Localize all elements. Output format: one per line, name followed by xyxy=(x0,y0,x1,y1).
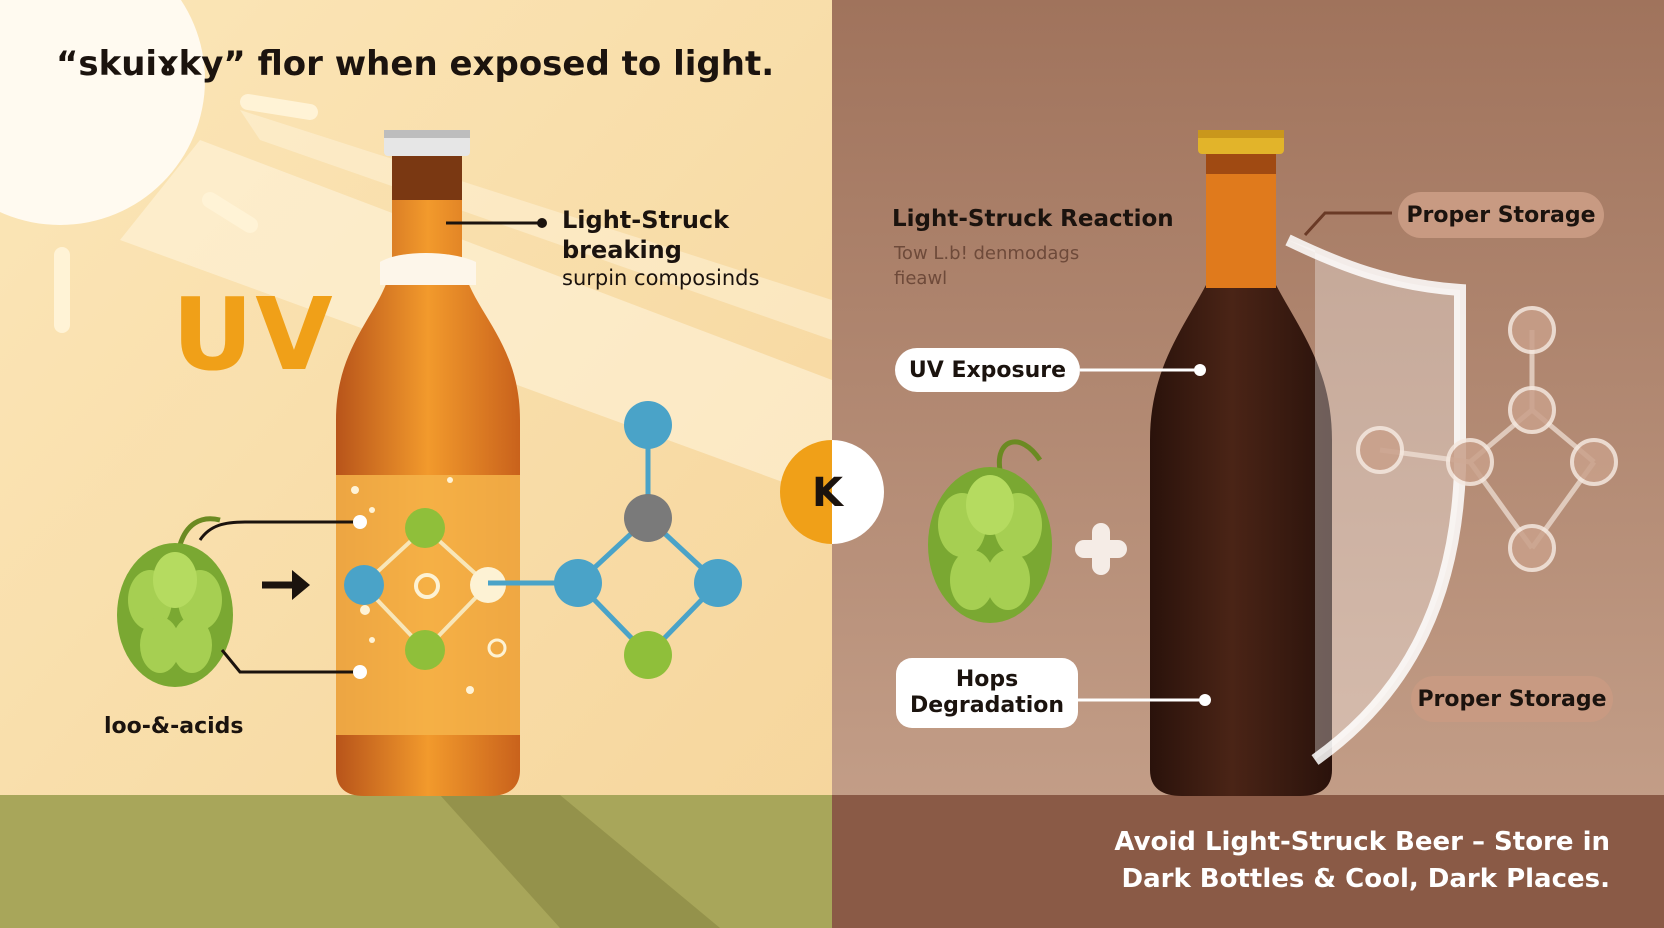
plus-icon xyxy=(1075,523,1127,575)
molecule-atom xyxy=(405,508,445,548)
uv-exposure-pill: UV Exposure xyxy=(895,348,1080,392)
hops-label-line2: Degradation xyxy=(909,693,1065,718)
connector-dot xyxy=(537,218,547,228)
molecule-atom xyxy=(624,494,672,542)
light-beam xyxy=(240,110,832,340)
connector-lines xyxy=(198,221,542,674)
light-struck-line2: breaking xyxy=(562,236,682,264)
bottle-shadow xyxy=(440,795,720,928)
reaction-title: Light-Struck Reaction xyxy=(892,206,1174,232)
molecule-atom xyxy=(414,573,440,599)
proper-storage-top-label: Proper Storage xyxy=(1406,202,1596,228)
center-badge-left xyxy=(780,440,832,544)
connector-dot xyxy=(1199,694,1211,706)
hop-cone-icon xyxy=(117,516,233,687)
headline: “skuiɤky” flor when exposed to light. xyxy=(56,44,775,84)
molecule-atom xyxy=(487,638,507,658)
proper-storage-pill-top: Proper Storage xyxy=(1398,192,1604,238)
left-ground xyxy=(0,795,832,928)
molecule-atom xyxy=(405,630,445,670)
sun-rays xyxy=(54,94,318,333)
uv-exposure-label: UV Exposure xyxy=(908,357,1067,383)
proper-storage-pill-bottom: Proper Storage xyxy=(1411,676,1613,722)
molecule-atom xyxy=(554,559,602,607)
arrow-right-icon xyxy=(262,570,310,600)
iso-acids-label: loo-&-acids xyxy=(104,714,244,739)
connector-lines xyxy=(1078,368,1205,702)
shield-icon xyxy=(1285,234,1466,765)
molecule-atom xyxy=(694,559,742,607)
hops-label-line1: Hops xyxy=(955,667,1019,692)
molecule-atom xyxy=(624,401,672,449)
light-struck-line3: surpin composinds xyxy=(562,266,760,290)
footer-line2: Dark Bottles & Cool, Dark Places. xyxy=(1121,864,1610,894)
sun-icon xyxy=(0,0,205,225)
center-badge-letter: K xyxy=(812,470,843,516)
hops-degradation-pill: Hops Degradation xyxy=(896,658,1078,728)
right-ground xyxy=(832,795,1664,928)
connector-dot xyxy=(1194,364,1206,376)
molecule-atom xyxy=(624,631,672,679)
center-badge-right xyxy=(832,440,884,544)
reaction-sub2: fieawl xyxy=(894,268,948,289)
proper-storage-bottom-label: Proper Storage xyxy=(1417,686,1607,712)
light-struck-line1: Light-Struck xyxy=(562,206,730,234)
footer-line1: Avoid Light-Struck Beer – Store in xyxy=(1114,827,1610,857)
faded-molecule-atoms xyxy=(1356,306,1618,572)
hop-cone-icon xyxy=(928,439,1052,623)
uv-label: UV xyxy=(172,276,335,393)
molecule-atom xyxy=(344,565,384,605)
dark-beer-bottle xyxy=(1150,130,1332,796)
connector-lines xyxy=(1303,211,1392,237)
connector-dot xyxy=(353,515,367,529)
reaction-sub1: Tow L.b! denmodags xyxy=(894,243,1080,264)
connector-dot xyxy=(353,665,367,679)
